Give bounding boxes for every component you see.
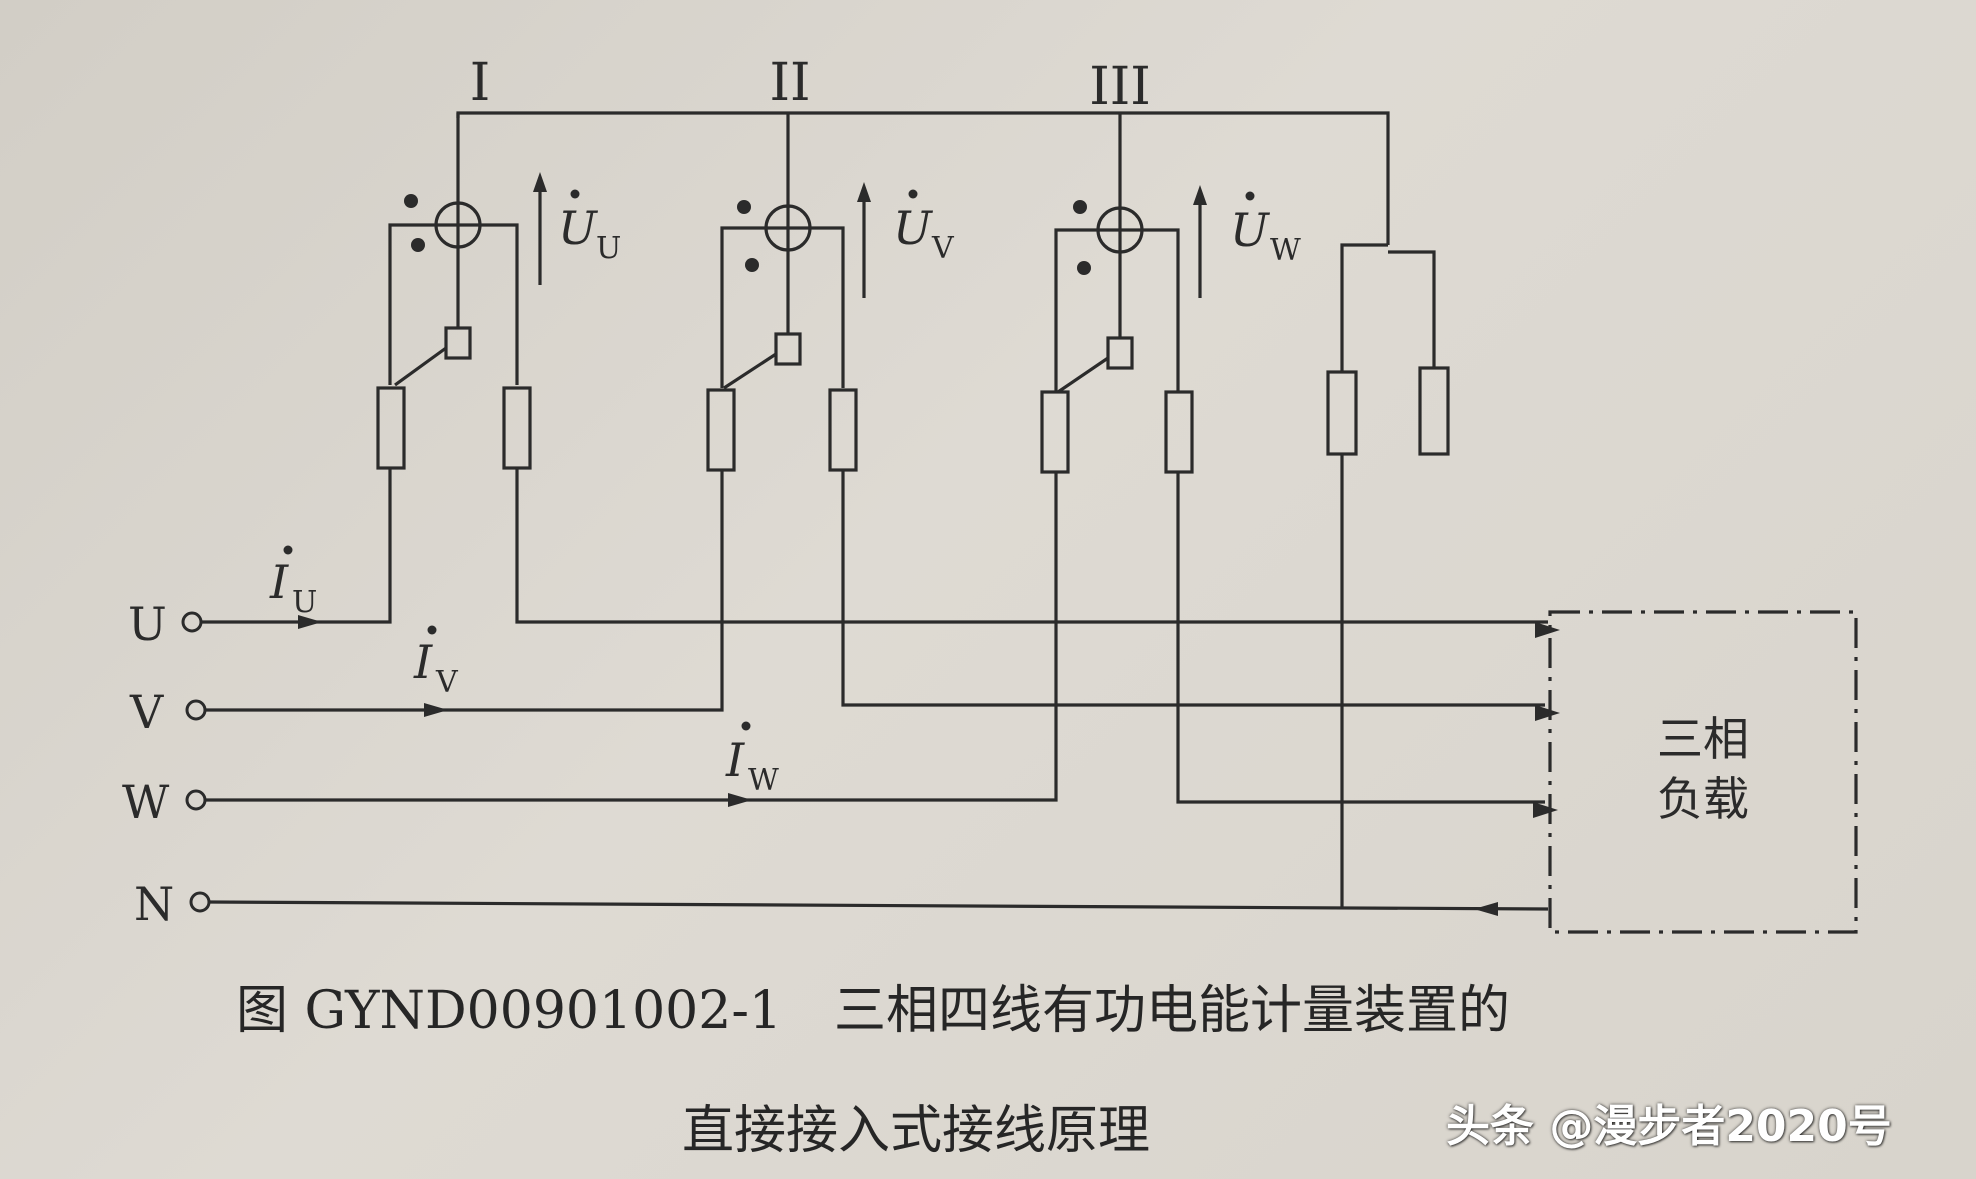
current-label-W: I W <box>725 721 779 798</box>
neutral-resistor-left <box>1326 370 1358 456</box>
terminal-W-circle <box>185 789 207 811</box>
terminal-label-V: V <box>129 685 164 739</box>
voltage-coil-box <box>1106 336 1134 370</box>
svg-text:U: U <box>292 585 317 620</box>
meter-element-1 <box>376 113 547 470</box>
voltage-label-U: U U <box>558 189 621 266</box>
terminal-N-circle <box>189 891 211 913</box>
terminal-U-circle <box>181 611 203 633</box>
voltage-label-V: U V <box>893 189 955 266</box>
element-label-II: II <box>769 53 810 113</box>
terminal-V-circle <box>185 699 207 721</box>
current-resistor-right <box>502 386 532 470</box>
figure-caption-line2: 直接接入式接线原理 <box>682 1101 1151 1161</box>
svg-text:U: U <box>1230 203 1271 257</box>
element-label-I: I <box>470 53 491 113</box>
voltage-label-W: U W <box>1230 191 1301 268</box>
current-label-V: I V <box>413 625 459 700</box>
terminal-label-N: N <box>134 877 174 931</box>
meter-element-2 <box>706 113 871 472</box>
svg-text:I: I <box>413 635 433 689</box>
watermark: 头条 @漫步者2020号 <box>1446 1101 1892 1152</box>
voltage-coil-box <box>774 332 802 366</box>
voltage-coil-box <box>444 326 472 360</box>
line-W <box>204 472 1058 807</box>
current-resistor-right <box>828 388 858 472</box>
current-label-U: I U <box>269 545 317 620</box>
element-label-III: III <box>1089 57 1151 117</box>
terminal-label-U: U <box>128 597 167 651</box>
current-resistor-right <box>1164 390 1194 474</box>
load-label-line2: 负载 <box>1657 772 1749 826</box>
neutral-resistor-right <box>1418 366 1450 456</box>
line-V <box>204 470 724 717</box>
svg-text:U: U <box>596 231 621 266</box>
current-resistor-left <box>706 388 736 472</box>
three-phase-load-box <box>1548 610 1858 934</box>
output-W <box>1176 472 1558 818</box>
output-V <box>841 470 1560 721</box>
line-N <box>207 900 1549 916</box>
svg-text:W: W <box>748 763 779 798</box>
output-U <box>515 468 1560 638</box>
line-U <box>200 468 392 629</box>
svg-text:I: I <box>269 555 289 609</box>
current-resistor-left <box>1040 390 1070 474</box>
figure-caption-line1: 图 GYND00901002-1 三相四线有功电能计量装置的 <box>236 981 1511 1041</box>
svg-text:I: I <box>725 733 745 787</box>
wiring-diagram: 三相 负载 U V W N I II III U U U V U W I U I… <box>122 53 1858 934</box>
svg-text:V: V <box>435 665 459 700</box>
terminal-label-W: W <box>122 775 170 829</box>
svg-text:U: U <box>558 201 599 255</box>
current-resistor-left <box>376 386 406 470</box>
load-label-line1: 三相 <box>1657 712 1749 766</box>
svg-text:W: W <box>1270 233 1301 268</box>
svg-text:V: V <box>931 231 955 266</box>
meter-element-3 <box>1040 113 1207 474</box>
neutral-branch <box>1326 243 1450 908</box>
svg-text:U: U <box>893 201 934 255</box>
